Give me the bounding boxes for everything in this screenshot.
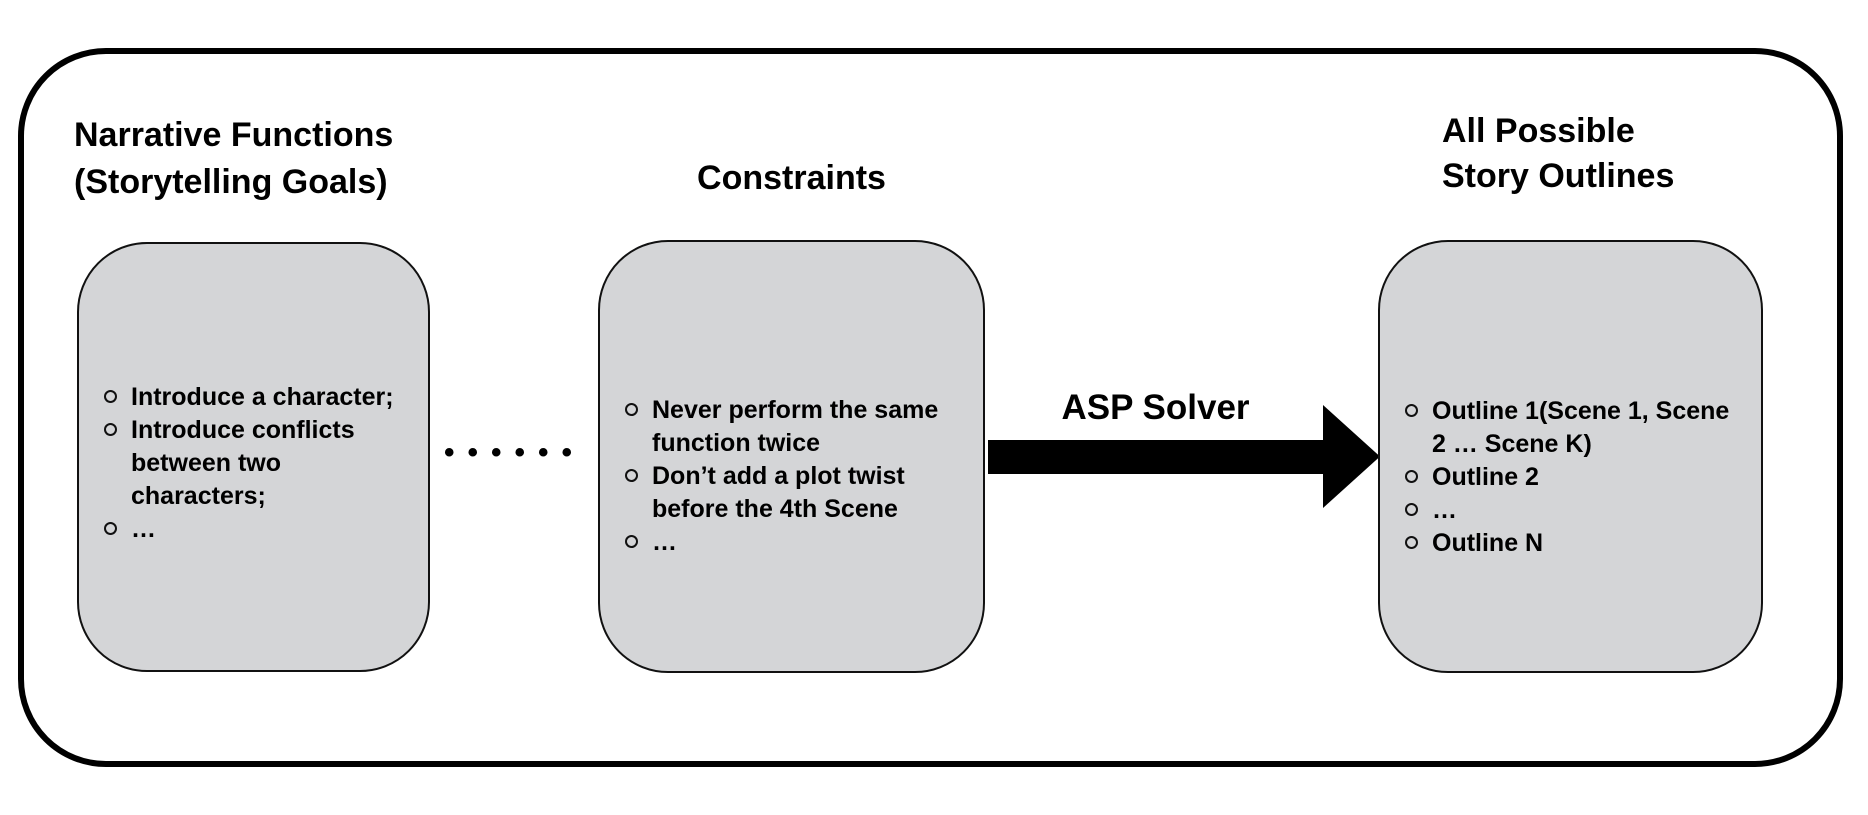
left-panel-title: Narrative Functions (Storytelling Goals) (74, 116, 394, 201)
list-item: Outline 1(Scene 1, Scene 2 … Scene K) (1404, 395, 1755, 461)
list-item: Outline N (1404, 527, 1755, 560)
narrative-functions-list: Introduce a character;Introduce conflict… (103, 381, 422, 546)
arrow-right-icon (988, 400, 1380, 512)
list-item: Never perform the same function twice (624, 394, 977, 460)
story-outlines-box: Outline 1(Scene 1, Scene 2 … Scene K)Out… (1378, 240, 1763, 673)
list-item: Outline 2 (1404, 461, 1755, 494)
story-outlines-list: Outline 1(Scene 1, Scene 2 … Scene K)Out… (1404, 395, 1755, 560)
list-item: … (103, 513, 422, 546)
list-item: Introduce conflicts between two characte… (103, 414, 422, 513)
list-item: Don’t add a plot twist before the 4th Sc… (624, 460, 977, 526)
asp-solver-label: ASP Solver (1061, 388, 1250, 427)
dotted-ellipsis-separator: •••••• (444, 436, 586, 469)
middle-panel-title: Constraints (697, 159, 886, 197)
narrative-functions-box: Introduce a character;Introduce conflict… (77, 242, 430, 672)
list-item: … (1404, 494, 1755, 527)
list-item: … (624, 526, 977, 559)
outer-rounded-frame (18, 48, 1843, 767)
right-panel-title: All Possible Story Outlines (1442, 112, 1675, 195)
list-item: Introduce a character; (103, 381, 422, 414)
